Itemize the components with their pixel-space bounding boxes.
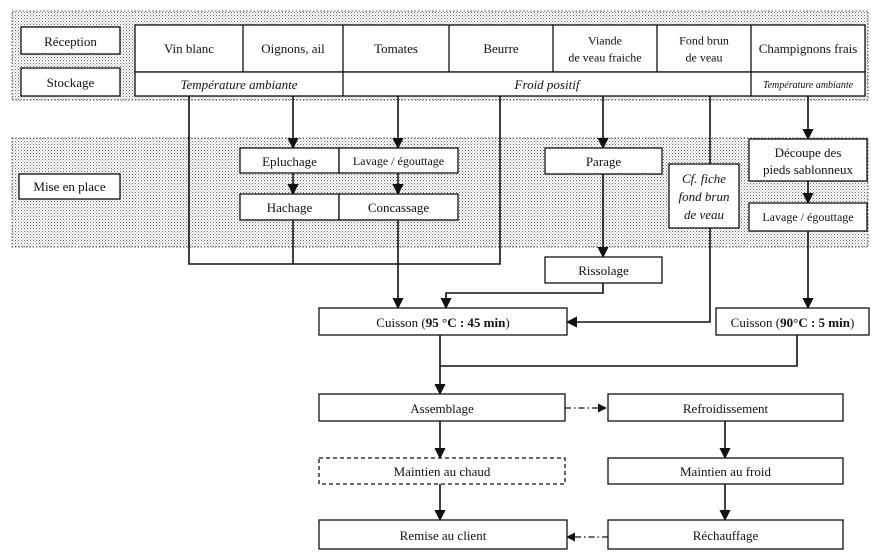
ingredients-group: Vin blanc Oignons, ail Tomates Beurre Viande…	[164, 25, 857, 72]
phase-reception: Réception	[20, 26, 121, 55]
svg-text:fond brun: fond brun	[679, 189, 730, 204]
step-refroidissement: Refroidissement	[607, 393, 844, 422]
ingredient-tomates: Tomates	[342, 25, 418, 72]
step-maintien-au-chaud: Maintien au chaud	[318, 457, 566, 485]
ingredient-vin-blanc: Vin blanc	[164, 41, 214, 56]
ingredient-oignons-ail: Oignons, ail	[242, 25, 325, 72]
step-cuisson-90: Cuisson (90°C : 5 min)	[715, 307, 870, 336]
ingredient-champignons: Champignons frais	[750, 25, 858, 72]
svg-text:Remise au client: Remise au client	[400, 528, 487, 543]
storage-froid-positif: Froid positif	[514, 77, 582, 92]
step-lavage-egouttage-champignons: Lavage / égouttage	[748, 202, 868, 232]
svg-text:Hachage: Hachage	[267, 200, 313, 215]
svg-text:Parage: Parage	[586, 154, 622, 169]
svg-text:Concassage: Concassage	[368, 200, 430, 215]
svg-text:Réception: Réception	[44, 34, 97, 49]
step-decoupe-pieds: Découpe des pieds sablonneux	[748, 138, 868, 182]
svg-text:Champignons frais: Champignons frais	[759, 41, 858, 56]
svg-text:Découpe des: Découpe des	[775, 145, 842, 160]
svg-text:Beurre: Beurre	[483, 41, 519, 56]
svg-text:Mise en place: Mise en place	[33, 179, 105, 194]
svg-text:Refroidissement: Refroidissement	[683, 401, 769, 416]
svg-text:Cuisson (90°C : 5 min): Cuisson (90°C : 5 min)	[731, 315, 855, 330]
ingredient-beurre: Beurre	[448, 25, 519, 72]
step-epluchage: Epluchage	[239, 147, 340, 174]
step-lavage-egouttage-tomates: Lavage / égouttage	[338, 147, 459, 174]
phase-stockage: Stockage	[20, 67, 121, 97]
ingredient-fond-brun: Fond brun de veau	[656, 25, 729, 72]
svg-text:Assemblage: Assemblage	[410, 401, 474, 416]
step-remise-au-client: Remise au client	[318, 519, 568, 550]
svg-text:Tomates: Tomates	[374, 41, 418, 56]
storage-temperature-ambiante-2: Température ambiante	[763, 80, 854, 91]
flow-connectors	[188, 96, 814, 542]
svg-text:Oignons, ail: Oignons, ail	[261, 41, 325, 56]
storage-row: Température ambiante Froid positif Tempé…	[134, 71, 866, 97]
svg-text:Lavage / égouttage: Lavage / égouttage	[353, 154, 444, 168]
svg-text:Réchauffage: Réchauffage	[693, 528, 759, 543]
svg-text:Fond brun: Fond brun	[679, 34, 729, 48]
ingredients-row	[134, 24, 866, 73]
svg-text:de veau: de veau	[684, 207, 725, 222]
svg-text:Cf. fiche: Cf. fiche	[682, 171, 726, 186]
svg-text:Rissolage: Rissolage	[578, 263, 629, 278]
svg-text:de veau: de veau	[686, 51, 723, 65]
svg-text:Epluchage: Epluchage	[262, 154, 317, 169]
storage-temperature-ambiante-1: Température ambiante	[180, 77, 297, 92]
ingredient-viande: Viande de veau fraiche	[552, 25, 642, 72]
phase-mise-en-place: Mise en place	[18, 173, 121, 200]
svg-text:Vin blanc: Vin blanc	[164, 41, 214, 56]
svg-text:Maintien au froid: Maintien au froid	[680, 464, 771, 479]
step-cuisson-95: Cuisson (95 °C : 45 min)	[318, 307, 568, 336]
step-assemblage: Assemblage	[318, 393, 566, 422]
svg-text:Cuisson (95 °C : 45 min): Cuisson (95 °C : 45 min)	[376, 315, 509, 330]
step-maintien-au-froid: Maintien au froid	[607, 457, 844, 485]
svg-text:pieds sablonneux: pieds sablonneux	[763, 162, 853, 177]
svg-text:Maintien au chaud: Maintien au chaud	[394, 464, 491, 479]
svg-text:Viande: Viande	[588, 34, 622, 48]
step-concassage: Concassage	[338, 193, 459, 221]
step-cf-fiche-fond-brun: Cf. fiche fond brun de veau	[668, 163, 740, 229]
svg-text:Lavage / égouttage: Lavage / égouttage	[762, 210, 853, 224]
step-hachage: Hachage	[239, 193, 340, 221]
svg-text:de veau fraiche: de veau fraiche	[568, 51, 641, 65]
step-parage: Parage	[544, 147, 663, 175]
step-rissolage: Rissolage	[544, 256, 663, 284]
step-rechauffage: Réchauffage	[607, 519, 844, 550]
svg-text:Stockage: Stockage	[47, 75, 95, 90]
